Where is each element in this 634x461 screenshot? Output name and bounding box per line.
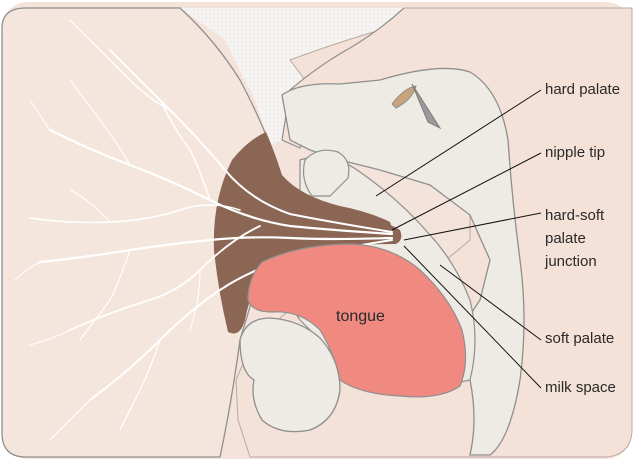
nipple-tip-label: nipple tip: [545, 143, 605, 163]
tongue-label: tongue: [336, 307, 385, 327]
hard-soft-palate-junction-label: hard-soft palate junction: [545, 204, 630, 273]
milk-space-label: milk space: [545, 378, 616, 398]
hard-palate-label: hard palate: [545, 80, 620, 100]
soft-palate-label: soft palate: [545, 329, 614, 349]
